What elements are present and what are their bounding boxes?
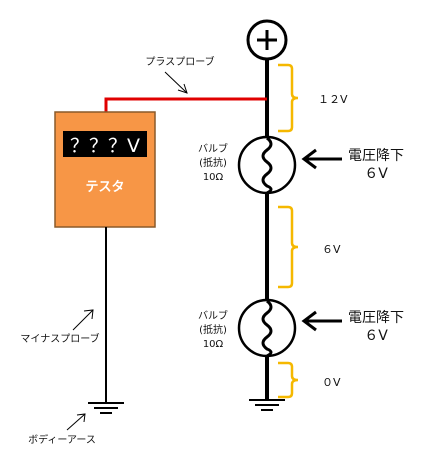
- minus-probe-label: マイナスプローブ: [20, 332, 99, 345]
- bulb-2-label-line3: 10Ω: [203, 339, 224, 350]
- tester: ？？？V テスタ: [54, 111, 156, 228]
- body-earth-label: ボディーアース: [28, 433, 96, 446]
- plus-probe-wire: [104, 97, 267, 112]
- right-ground-icon: [249, 399, 285, 411]
- plus-probe-pointer-arrow: [164, 71, 188, 94]
- voltage-label-top: １２V: [318, 93, 348, 106]
- plus-probe-label: プラスプローブ: [145, 55, 214, 68]
- tester-display-text: ？？？V: [70, 135, 140, 157]
- filament-icon: [261, 136, 273, 195]
- bulb-1-label-line3: 10Ω: [203, 172, 224, 183]
- bulb-1-label-line1: バルブ: [198, 142, 228, 155]
- bulb-1-drop-label: 電圧降下: [348, 148, 404, 164]
- bulb-2-label-line2: (抵抗): [199, 323, 227, 336]
- voltage-label-bottom: ０V: [322, 376, 341, 389]
- arrow-left-icon: [301, 148, 342, 170]
- bulb-2-drop-value: ６V: [364, 328, 388, 344]
- battery-plus-terminal: [246, 19, 288, 61]
- tester-body: [54, 111, 156, 228]
- arrow-left-icon: [301, 310, 342, 332]
- left-ground-icon: [88, 402, 124, 414]
- voltage-label-middle: ６V: [322, 243, 341, 256]
- bulb-2-label-line1: バルブ: [198, 309, 228, 322]
- voltage-brace-middle: [278, 205, 299, 289]
- bulb-2: [237, 298, 297, 358]
- voltage-brace-top: [278, 63, 299, 133]
- filament-icon: [261, 299, 273, 358]
- body-earth-pointer-arrow: [66, 413, 86, 431]
- bulb-1: [237, 135, 297, 195]
- voltage-brace-bottom: [278, 361, 299, 399]
- tester-label: テスタ: [85, 180, 124, 195]
- bulb-1-drop-value: ６V: [364, 166, 388, 182]
- minus-probe-pointer-arrow: [72, 309, 94, 331]
- bulb-1-label-line2: (抵抗): [199, 156, 227, 169]
- bulb-2-drop-label: 電圧降下: [348, 310, 404, 326]
- tester-display: [63, 131, 147, 157]
